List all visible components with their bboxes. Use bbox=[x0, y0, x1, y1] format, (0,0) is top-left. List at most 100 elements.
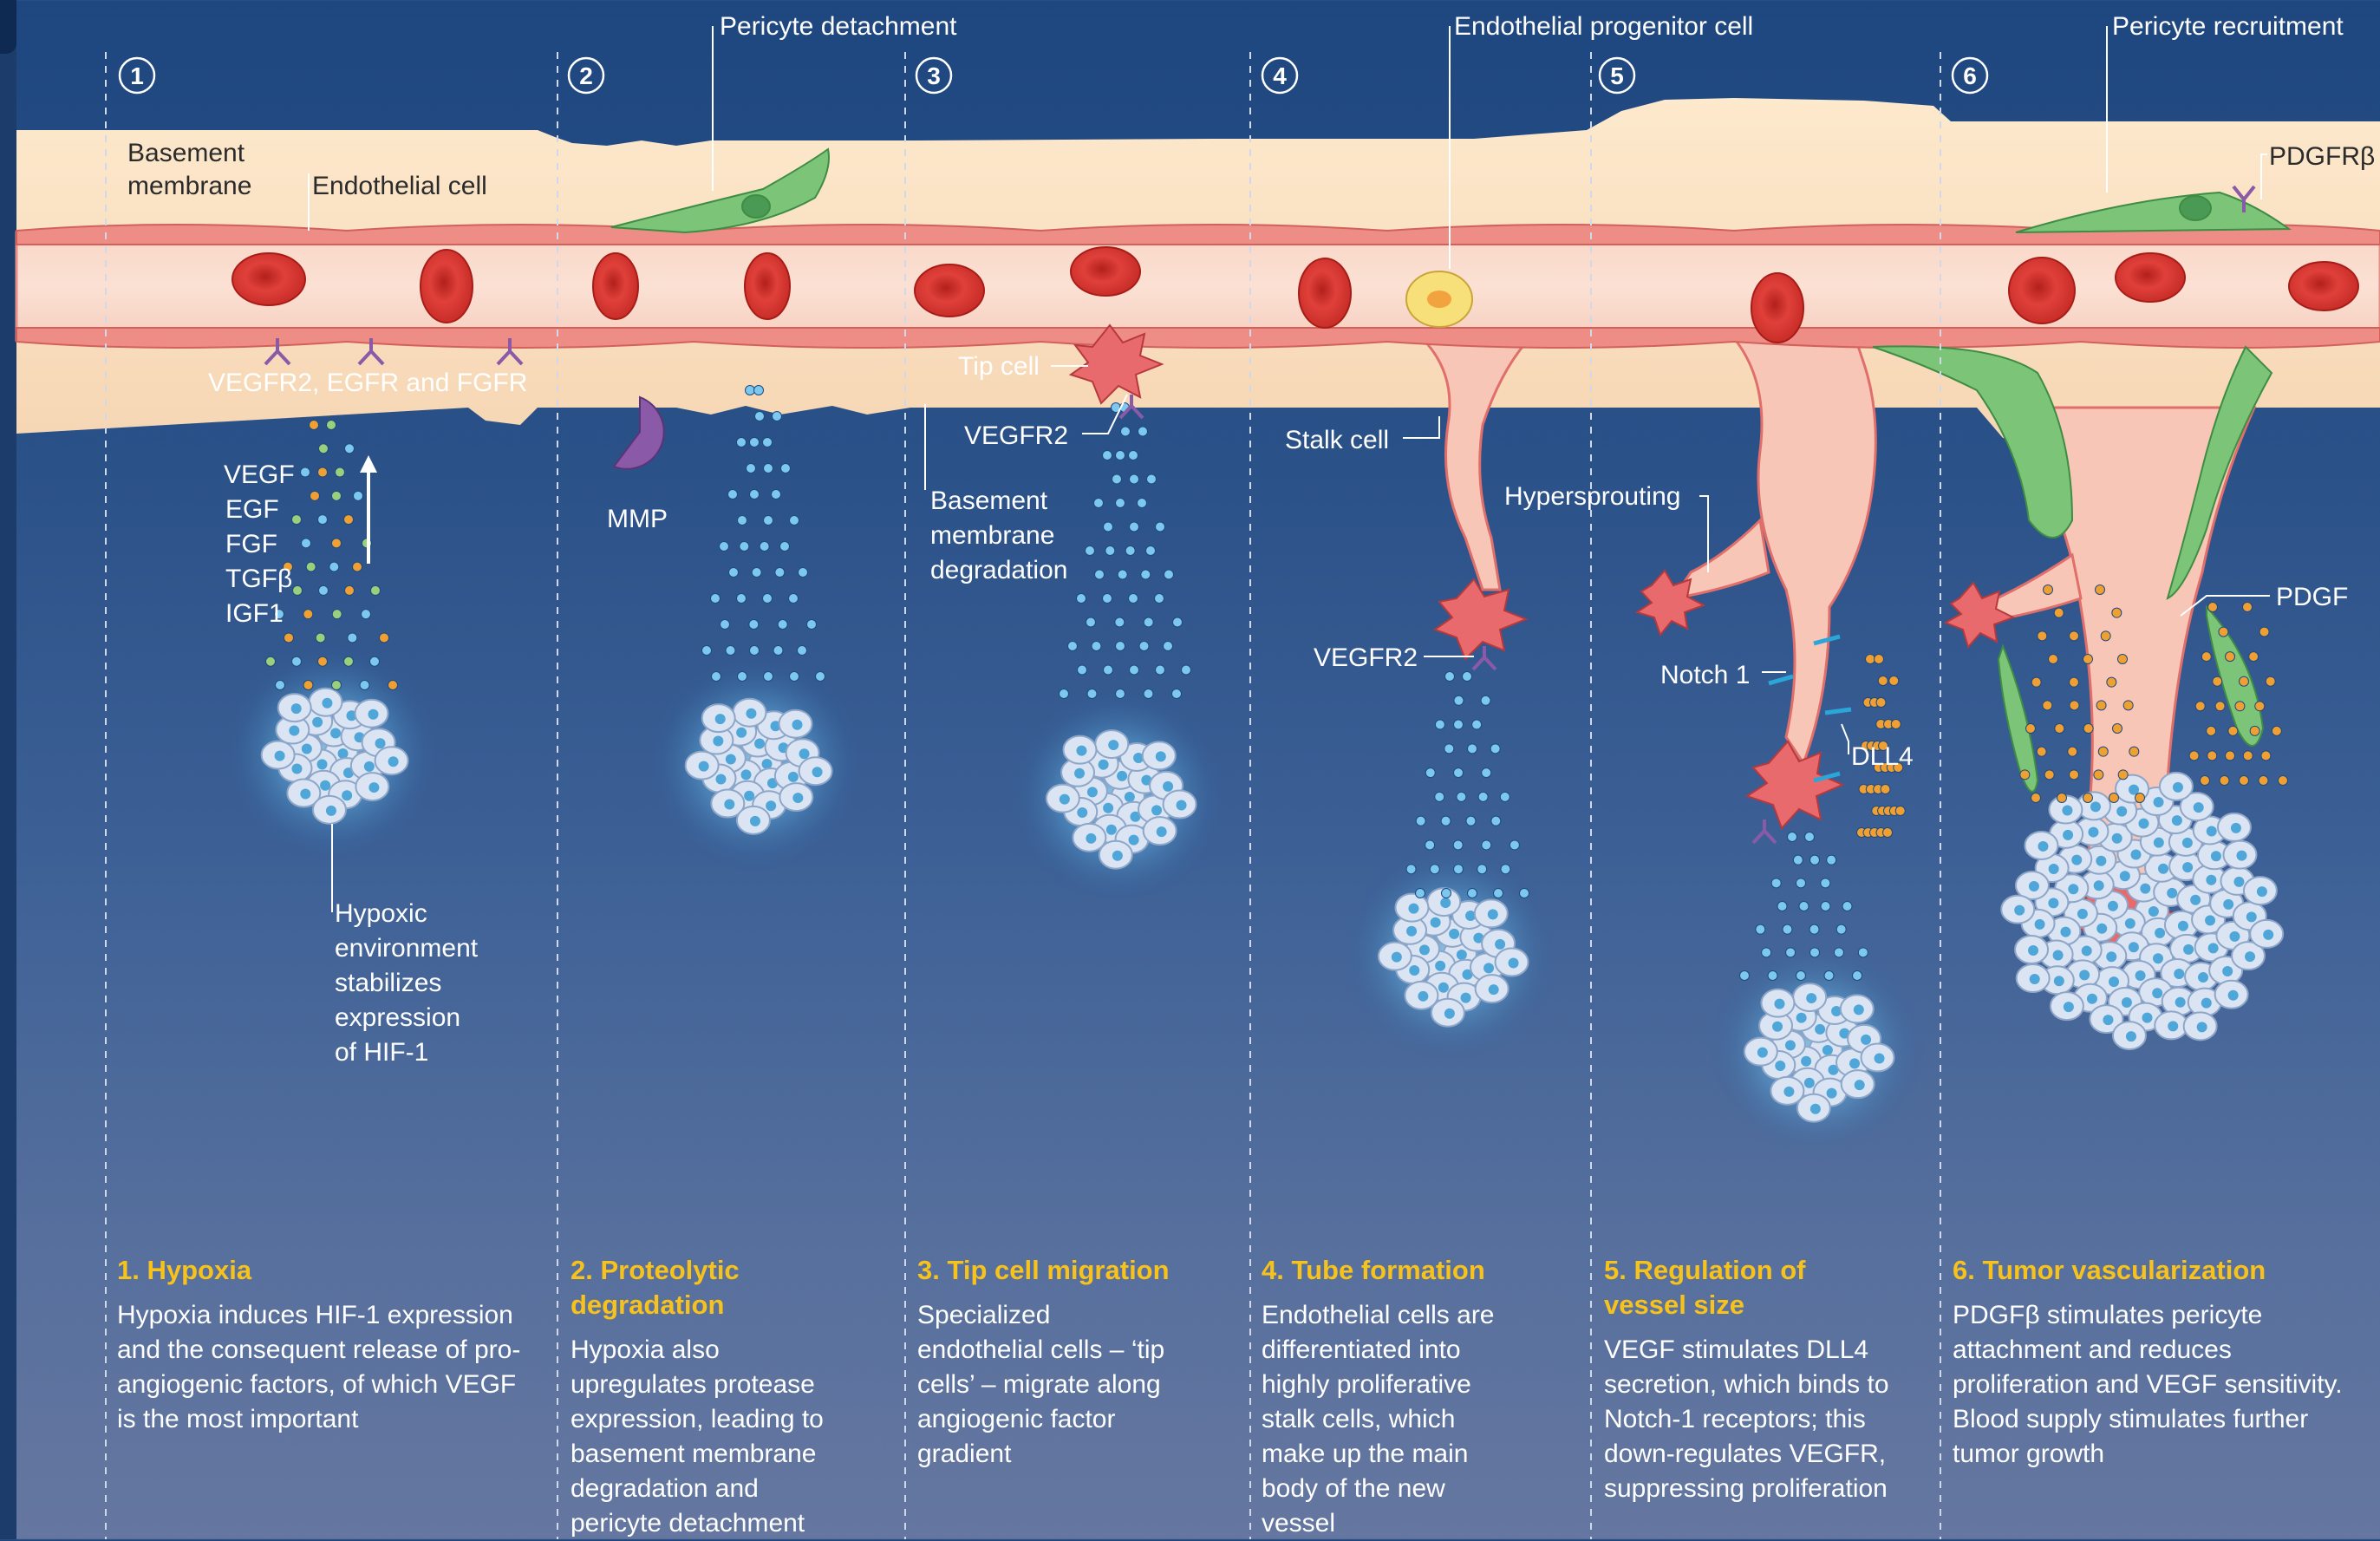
pericyte-nucleus bbox=[742, 195, 770, 218]
red-blood-cell bbox=[1751, 273, 1803, 343]
hypersprouting-label: Hypersprouting bbox=[1504, 482, 1680, 511]
signal-dot bbox=[2266, 676, 2275, 686]
signal-dot bbox=[1481, 695, 1490, 705]
tumor-nucleus bbox=[2090, 801, 2101, 812]
tumor-nucleus bbox=[2228, 990, 2239, 1001]
signal-dot bbox=[747, 464, 756, 473]
signal-dot bbox=[1139, 642, 1149, 651]
tumor-nucleus bbox=[1129, 835, 1139, 846]
signal-dot bbox=[1466, 816, 1476, 826]
tumor-nucleus bbox=[1796, 1013, 1807, 1023]
signal-dot bbox=[712, 672, 721, 682]
tumor-nucleus bbox=[2014, 905, 2025, 916]
tip-cell-label: Tip cell bbox=[958, 352, 1040, 381]
tumor-nucleus bbox=[1757, 1048, 1768, 1058]
notch-marker bbox=[1825, 709, 1851, 713]
signal-dot bbox=[2240, 676, 2249, 686]
tumor-nucleus bbox=[2054, 976, 2064, 986]
tumor-nucleus bbox=[1783, 1087, 1794, 1097]
tumor-nucleus bbox=[746, 708, 756, 719]
caption-title: 6. Tumor vascularization bbox=[1953, 1253, 2369, 1288]
hypoxic-label: Hypoxic bbox=[335, 899, 427, 928]
signal-dot bbox=[807, 620, 817, 630]
tumor-nucleus bbox=[2167, 888, 2177, 898]
tumor-nucleus bbox=[302, 743, 312, 754]
tumor-nucleus bbox=[2175, 997, 2186, 1008]
signal-dot bbox=[1875, 655, 1884, 664]
factor-label: FGF bbox=[225, 530, 277, 558]
tumor-nucleus bbox=[2030, 974, 2040, 984]
signal-dot bbox=[2038, 631, 2047, 641]
tumor-nucleus bbox=[2168, 1021, 2178, 1031]
signal-dot bbox=[737, 438, 747, 447]
signal-dot bbox=[1155, 594, 1164, 604]
caption-title: 5. Regulation of vessel size bbox=[1604, 1253, 1829, 1322]
vegfr2-label: VEGFR2 bbox=[964, 421, 1068, 450]
signal-dot bbox=[711, 594, 721, 604]
signal-dot bbox=[1482, 768, 1491, 778]
signal-dot bbox=[1116, 451, 1125, 460]
tumor-nucleus bbox=[1419, 944, 1430, 955]
signal-dot bbox=[816, 672, 825, 682]
hypoxic-label: stabilizes bbox=[335, 969, 441, 997]
step-number: 1 bbox=[130, 62, 144, 89]
tumor-nucleus bbox=[750, 816, 760, 826]
signal-dot bbox=[2113, 724, 2122, 734]
signal-dot bbox=[1430, 865, 1439, 874]
tumor-nucleus bbox=[1775, 1061, 1785, 1071]
signal-dot bbox=[1103, 451, 1112, 460]
signal-dot bbox=[2207, 726, 2216, 735]
signal-dot bbox=[1477, 865, 1487, 874]
step-number: 3 bbox=[927, 62, 941, 89]
signal-dot bbox=[2057, 793, 2067, 803]
signal-dot bbox=[2135, 793, 2145, 803]
signal-dot bbox=[2070, 770, 2079, 780]
signal-dot bbox=[1435, 792, 1444, 801]
signal-dot bbox=[353, 562, 362, 571]
signal-dot bbox=[1118, 570, 1127, 579]
signal-dot bbox=[1482, 840, 1491, 850]
tumor-nucleus bbox=[1849, 1058, 1860, 1068]
signal-dot bbox=[310, 491, 320, 500]
signal-dot bbox=[1866, 655, 1875, 664]
upward-arrow-icon bbox=[360, 455, 377, 564]
signal-dot bbox=[2070, 701, 2079, 710]
signal-dot bbox=[1130, 474, 1139, 484]
signal-dot bbox=[344, 656, 354, 666]
tumor-nucleus bbox=[2126, 1031, 2136, 1041]
tumor-nucleus bbox=[2229, 931, 2240, 942]
signal-dot bbox=[2272, 726, 2281, 735]
signal-dot bbox=[1182, 665, 1191, 675]
signal-dot bbox=[1416, 889, 1425, 898]
tumor-nucleus bbox=[2236, 851, 2246, 861]
basement-membrane-label: Basement bbox=[127, 139, 245, 167]
signal-dot bbox=[332, 681, 342, 690]
hypoxic-label: environment bbox=[335, 934, 479, 963]
tumor-nucleus bbox=[1087, 787, 1098, 797]
tumor-nucleus bbox=[2029, 881, 2039, 891]
signal-dot bbox=[1457, 792, 1466, 801]
stalk-cell-label: Stalk cell bbox=[1285, 426, 1389, 454]
signal-dot bbox=[2228, 726, 2238, 735]
signal-dot bbox=[1858, 948, 1868, 957]
signal-dot bbox=[316, 633, 325, 643]
signal-dot bbox=[303, 610, 313, 619]
signal-dot bbox=[798, 646, 807, 656]
signal-dot bbox=[2083, 724, 2093, 734]
tumor-nucleus bbox=[2096, 924, 2107, 934]
signal-dot bbox=[2189, 751, 2199, 761]
leader-line bbox=[1842, 724, 1849, 754]
signal-dot bbox=[1092, 642, 1101, 651]
bm-degradation-label: Basement bbox=[930, 486, 1048, 515]
signal-dot bbox=[2279, 776, 2288, 786]
signal-dot bbox=[755, 412, 765, 421]
step-number: 5 bbox=[1610, 62, 1624, 89]
signal-dot bbox=[764, 464, 773, 473]
signal-dot bbox=[729, 568, 739, 578]
signal-dot bbox=[1144, 617, 1153, 627]
tumor-nucleus bbox=[1509, 957, 1519, 968]
signal-dot bbox=[2220, 776, 2229, 786]
tumor-nucleus bbox=[2131, 850, 2142, 860]
signal-dot bbox=[1104, 522, 1113, 532]
tumor-nucleus bbox=[1804, 1078, 1815, 1088]
